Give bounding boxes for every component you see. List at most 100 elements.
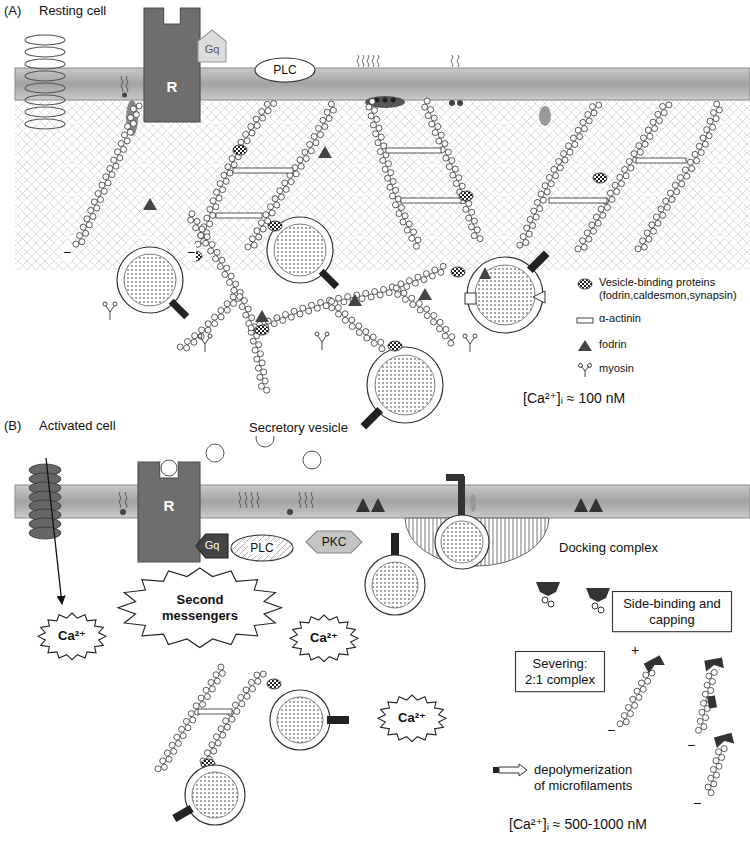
legend-sample <box>576 313 594 327</box>
actin-bead <box>660 103 666 109</box>
actin-bead <box>363 290 369 296</box>
calcium-burst-shape <box>38 613 106 660</box>
legend-sample <box>576 363 594 377</box>
actin-bead <box>626 159 632 165</box>
actin-bead <box>415 274 421 280</box>
actin-bead <box>708 687 714 693</box>
lipid-head-a <box>122 93 127 98</box>
node-label: Ca²⁺ <box>58 628 86 644</box>
actin-bead <box>577 134 583 140</box>
secretory-vesicle <box>391 533 399 555</box>
secretory-vesicle <box>375 355 435 415</box>
actin-bead <box>263 212 269 218</box>
actin-bead <box>297 311 303 317</box>
actin-bead <box>674 189 680 195</box>
actin-filament <box>366 98 421 249</box>
actin-bead <box>203 240 209 246</box>
actin-bead <box>288 179 294 185</box>
ion-channel-b <box>29 464 61 539</box>
actin-bead <box>410 302 416 308</box>
actin-bead <box>368 294 374 300</box>
ion-channel-a <box>25 59 65 69</box>
actin-bead <box>260 115 266 121</box>
actin-bead <box>314 305 320 311</box>
actin-bead <box>84 216 90 222</box>
actin-bead <box>103 174 109 180</box>
actin-bead <box>524 225 530 231</box>
actin-bead <box>713 758 719 764</box>
actin-bead <box>443 155 449 161</box>
actin-filament <box>155 664 225 772</box>
alpha-actinin <box>198 709 232 714</box>
calcium-burst-shape <box>378 695 446 742</box>
actin-bead <box>280 317 286 323</box>
actin-bead <box>255 365 261 371</box>
actin-bead <box>224 265 230 271</box>
messenger-burst-shape <box>118 568 282 647</box>
actin-bead <box>166 756 172 762</box>
actin-bead <box>466 215 472 221</box>
legend-text: depolymerization of microfilaments <box>534 762 640 793</box>
alpha-actinin <box>233 168 293 173</box>
actin-bead <box>254 228 260 234</box>
secretory-vesicle <box>277 697 323 743</box>
actin-bead <box>214 678 220 684</box>
actin-bead <box>231 162 237 168</box>
actin-bead <box>546 174 552 180</box>
legend-item: Vesicle-binding proteins (fodrin,caldesm… <box>576 276 749 302</box>
actin-bead <box>83 230 89 236</box>
actin-bead <box>209 686 215 692</box>
actin-bead <box>204 234 210 240</box>
actin-bead <box>213 734 219 740</box>
actin-bead <box>244 138 250 144</box>
actin-bead <box>575 246 581 252</box>
actin-bead <box>245 244 251 250</box>
actin-bead <box>542 183 548 189</box>
actin-bead <box>213 204 219 210</box>
actin-bead <box>421 277 427 283</box>
lipid-a <box>457 55 459 67</box>
actin-bead <box>520 234 526 240</box>
myosin <box>463 334 467 338</box>
actin-bead <box>245 306 251 312</box>
actin-bead <box>396 211 402 217</box>
actin-filament <box>177 294 243 351</box>
actin-bead <box>269 210 275 216</box>
actin-bead <box>428 107 434 113</box>
node-label: R <box>164 497 175 515</box>
note-box-shape <box>613 592 732 632</box>
actin-bead <box>375 140 381 146</box>
actin-bead <box>376 125 382 131</box>
actin-bead <box>372 289 378 295</box>
actin-bead <box>243 131 249 137</box>
membrane-a <box>15 68 750 100</box>
actin-bead <box>431 115 437 121</box>
actin-bead <box>311 133 317 139</box>
severing-protein <box>592 603 598 609</box>
actin-bead <box>179 726 185 732</box>
actin-bead <box>356 329 362 335</box>
actin-bead <box>424 98 430 104</box>
actin-bead <box>218 664 224 670</box>
node-label: PLC <box>273 63 296 77</box>
actin-bead <box>218 726 224 732</box>
ion-channel-a <box>25 95 65 105</box>
secretory-vesicle <box>319 269 340 290</box>
severing-protein <box>586 588 610 602</box>
part-label: Secretory vesicle <box>248 420 349 436</box>
actin-bead <box>109 172 115 178</box>
secretory-vesicle <box>360 347 443 430</box>
actin-bead <box>636 694 642 700</box>
actin-bead <box>249 315 255 321</box>
actin-bead <box>88 207 94 213</box>
actin-bead <box>459 183 465 189</box>
lipid-a <box>451 55 453 67</box>
actin-bead <box>97 197 103 203</box>
actin-bead <box>192 333 198 339</box>
actin-bead <box>406 278 412 284</box>
lipid-head-a <box>449 100 455 106</box>
actin-bead <box>265 108 271 114</box>
actin-bead <box>320 117 326 123</box>
actin-bead <box>316 125 322 131</box>
